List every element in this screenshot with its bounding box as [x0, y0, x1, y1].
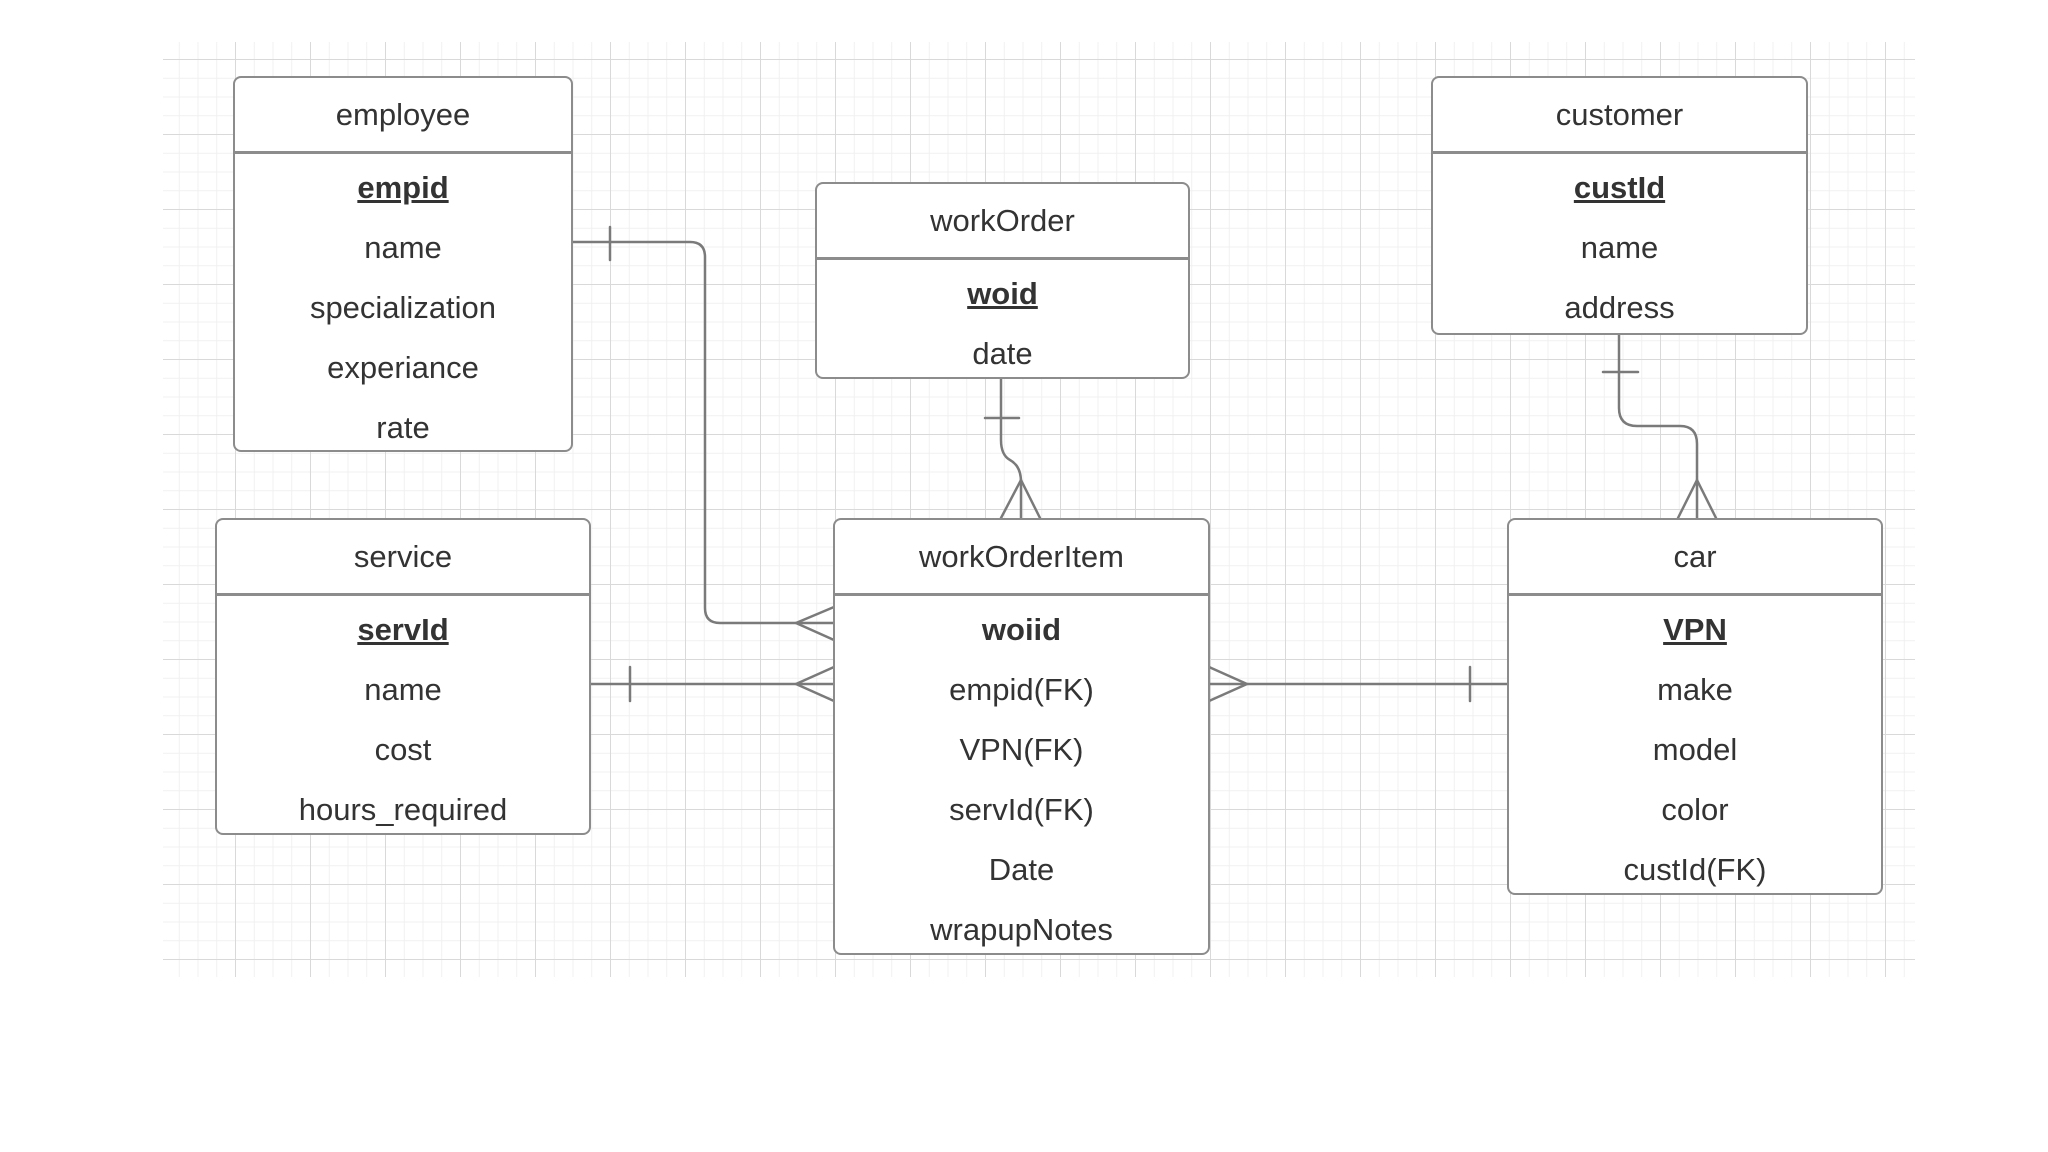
attribute-custid-fk: custId(FK) — [1623, 852, 1767, 887]
entity-title: workOrderItem — [835, 520, 1208, 596]
attribute-model: model — [1652, 732, 1738, 767]
attribute-empid: empid — [357, 170, 449, 205]
attribute-name: name — [364, 230, 442, 265]
attribute-date: Date — [988, 852, 1055, 887]
entity-title: customer — [1433, 78, 1806, 154]
attribute-wrapupnotes: wrapupNotes — [930, 912, 1113, 947]
entity-workorder[interactable]: workOrder woid date — [815, 182, 1190, 379]
attribute-vpn-fk: VPN(FK) — [959, 732, 1084, 767]
attribute-name: name — [364, 672, 442, 707]
attribute-specialization: specialization — [309, 290, 497, 325]
attribute-color: color — [1661, 792, 1729, 827]
entity-workorderitem[interactable]: workOrderItem woiid empid(FK) VPN(FK) se… — [833, 518, 1210, 955]
attribute-woiid: woiid — [981, 612, 1062, 647]
entity-title: car — [1509, 520, 1881, 596]
attribute-date: date — [972, 336, 1033, 371]
attribute-woid: woid — [967, 276, 1038, 311]
attribute-address: address — [1564, 290, 1675, 325]
entity-customer[interactable]: customer custId name address — [1431, 76, 1808, 335]
attribute-hours-required: hours_required — [298, 792, 508, 827]
rel-workorder-workorderitem — [983, 377, 1042, 520]
attribute-experiance: experiance — [327, 350, 479, 385]
entity-title: service — [217, 520, 589, 596]
attribute-vpn: VPN — [1663, 612, 1727, 647]
attribute-cost: cost — [374, 732, 432, 767]
entity-title: employee — [235, 78, 571, 154]
attribute-rate: rate — [376, 410, 430, 445]
attribute-servid-fk: servId(FK) — [949, 792, 1094, 827]
entity-title: workOrder — [817, 184, 1188, 260]
attribute-name: name — [1580, 230, 1659, 265]
entity-car[interactable]: car VPN make model color custId(FK) — [1507, 518, 1883, 895]
rel-customer-car — [1601, 333, 1718, 520]
attribute-servid: servId — [357, 612, 449, 647]
rel-employee-workorderitem — [569, 225, 836, 642]
rel-car-workorderitem — [1207, 665, 1509, 703]
attribute-empid-fk: empid(FK) — [949, 672, 1094, 707]
attribute-custid: custId — [1573, 170, 1666, 205]
rel-service-workorderitem — [588, 665, 836, 703]
entity-employee[interactable]: employee empid name specialization exper… — [233, 76, 573, 452]
entity-service[interactable]: service servId name cost hours_required — [215, 518, 591, 835]
attribute-make: make — [1657, 672, 1733, 707]
